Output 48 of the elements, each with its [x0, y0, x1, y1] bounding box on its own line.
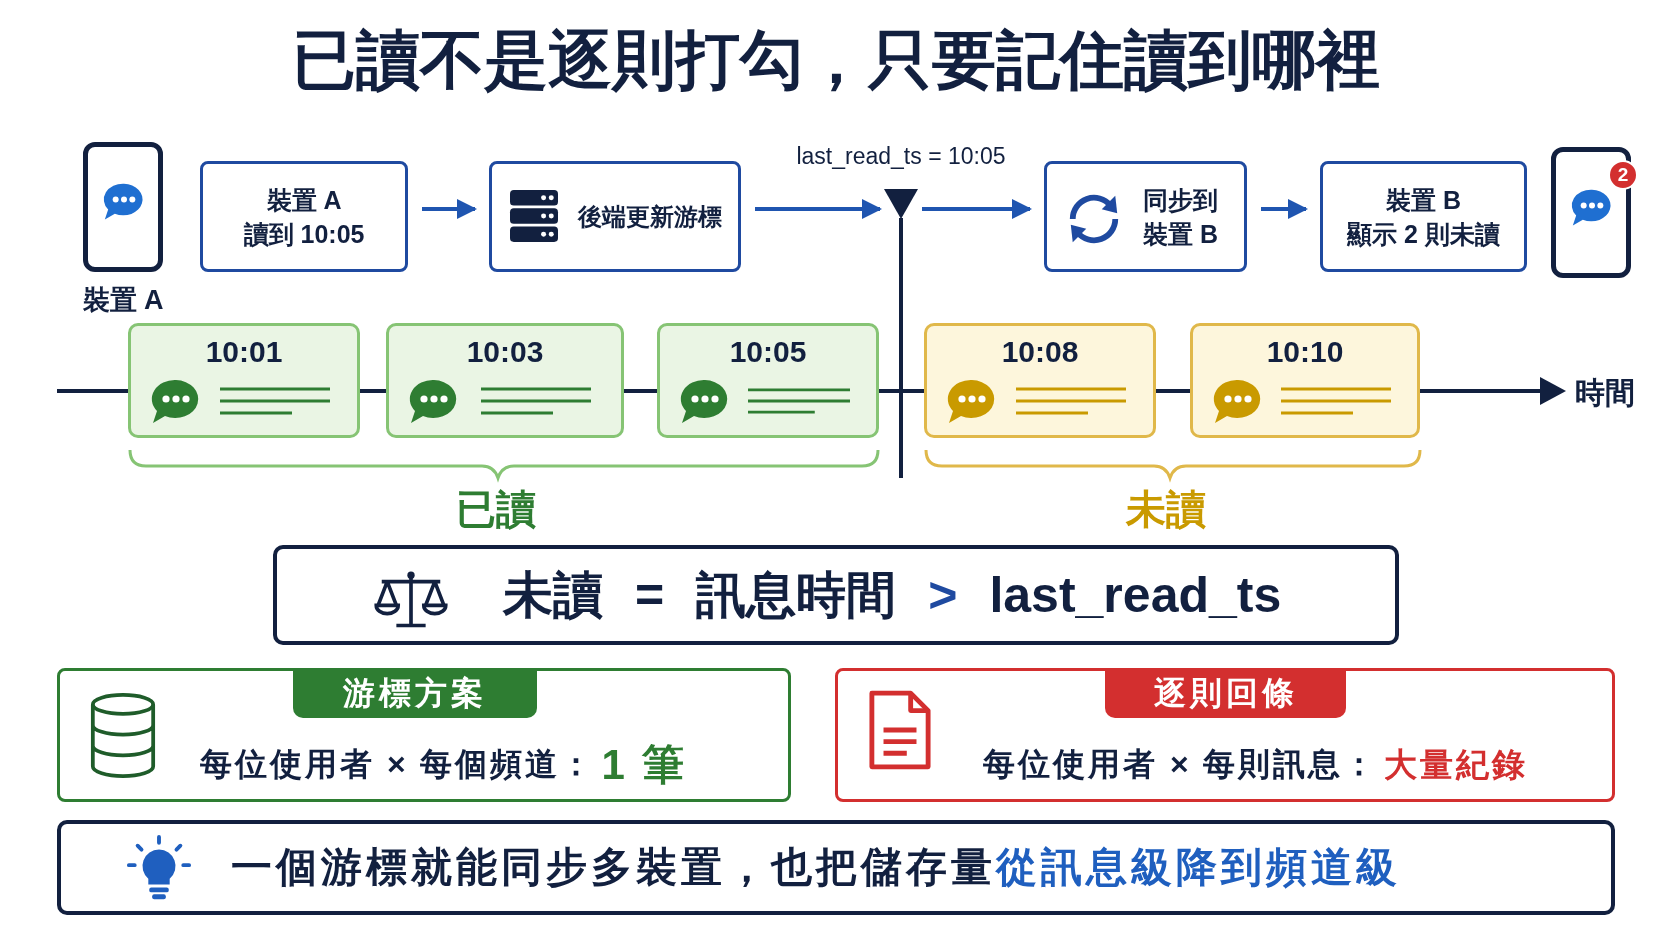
formula-term: last_read_ts	[989, 566, 1282, 624]
box-text: 裝置 B 顯示 2 則未讀	[1346, 184, 1501, 250]
process-box	[200, 161, 408, 272]
timestamp: 10:10	[1265, 334, 1345, 370]
device-label: 裝置 A	[81, 284, 165, 317]
arrow	[755, 199, 882, 219]
brace-label: 已讀	[456, 486, 536, 533]
timestamp: 10:05	[728, 334, 808, 370]
process-box	[1320, 161, 1527, 272]
box-text: 後端更新游標	[578, 201, 722, 232]
operator: >	[928, 566, 958, 624]
summary-text: 一個游標就能同步多裝置，也把儲存量	[231, 843, 996, 892]
formula-term: 未讀	[503, 565, 603, 625]
message-card	[924, 323, 1156, 438]
formula-term: 訊息時間	[696, 565, 897, 625]
highlight-text: 大量紀錄	[1384, 744, 1529, 785]
body-text: 每位使用者 × 每個頻道：	[200, 745, 596, 784]
highlight-text: 從訊息級降到頻道級	[996, 843, 1401, 892]
process-box	[489, 161, 741, 272]
body-text: 每位使用者 × 每則訊息：	[983, 745, 1379, 784]
timestamp: 10:01	[204, 334, 284, 370]
highlight-text: 1 筆	[601, 740, 688, 790]
formula-box	[273, 545, 1399, 645]
device-label: last_read_ts = 10:05	[795, 143, 1007, 170]
message-card	[657, 323, 879, 438]
message-card	[386, 323, 624, 438]
arrow	[1261, 199, 1308, 219]
arrow	[422, 199, 477, 219]
operator: =	[635, 566, 665, 624]
comparison-box	[57, 668, 791, 802]
axis-label: 時間	[1575, 375, 1635, 411]
comparison-box	[835, 668, 1615, 802]
box-text: 同步到裝置 B	[1142, 184, 1219, 250]
header-tab: 游標方案	[293, 668, 537, 718]
message-card	[1190, 323, 1420, 438]
header-tab: 逐則回條	[1105, 668, 1346, 718]
message-card	[128, 323, 360, 438]
title: 已讀不是逐則打勾，只要記住讀到哪裡	[291, 23, 1381, 98]
timestamp: 10:03	[465, 334, 545, 370]
brace-label: 未讀	[1126, 486, 1206, 533]
cursor-marker	[884, 189, 918, 219]
timestamp: 10:08	[1000, 334, 1080, 370]
process-box	[1044, 161, 1247, 272]
phone	[83, 142, 163, 272]
notification-badge: 2	[1608, 160, 1638, 190]
summary-box	[57, 820, 1615, 915]
box-text: 裝置 A 讀到 10:05	[242, 184, 366, 250]
arrow	[922, 199, 1032, 219]
